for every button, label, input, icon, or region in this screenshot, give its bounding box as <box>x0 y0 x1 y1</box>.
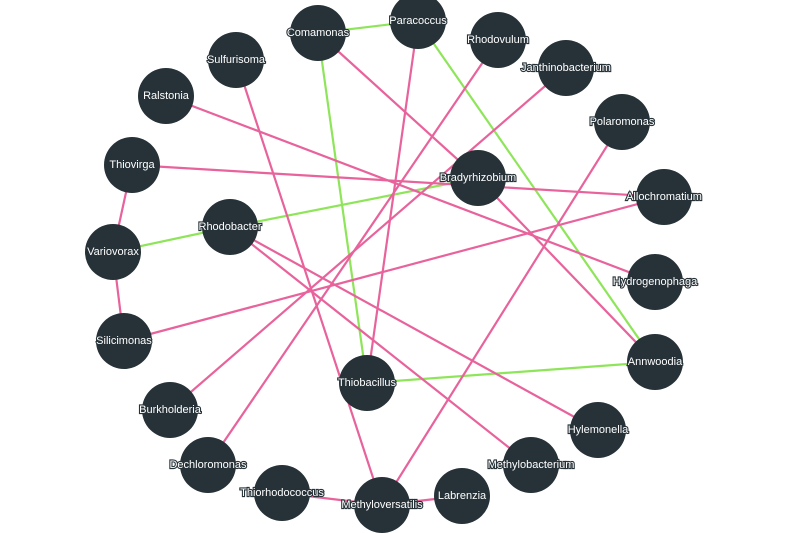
node-annwoodia[interactable]: Annwoodia <box>627 334 684 390</box>
node-circle[interactable] <box>636 169 692 225</box>
node-circle[interactable] <box>180 437 236 493</box>
node-label: Labrenzia <box>438 490 487 502</box>
node-circle[interactable] <box>627 334 683 390</box>
node-circle[interactable] <box>390 0 446 49</box>
node-circle[interactable] <box>254 465 310 521</box>
node-circle[interactable] <box>85 224 141 280</box>
node-label: Thiovirga <box>109 159 155 171</box>
node-rhodovulum[interactable]: Rhodovulum <box>466 12 530 68</box>
node-circle[interactable] <box>450 150 506 206</box>
node-circle[interactable] <box>208 32 264 88</box>
node-label: Methylobacterium <box>488 459 575 471</box>
edge-ralstonia-hydrogenophaga <box>164 94 657 284</box>
edge-thiovirga-allochromatium <box>130 163 666 199</box>
node-thiobacillus[interactable]: Thiobacillus <box>337 355 398 411</box>
node-comamonas[interactable]: Comamonas <box>286 5 351 61</box>
node-circle[interactable] <box>142 382 198 438</box>
node-label: Thiorhodococcus <box>240 487 324 499</box>
node-label: Polaromonas <box>590 116 655 128</box>
node-thiorhodococcus[interactable]: Thiorhodococcus <box>239 465 325 521</box>
edge-sulfurisoma-methyloversatilis <box>234 58 384 507</box>
node-sulfurisoma[interactable]: Sulfurisoma <box>206 32 267 88</box>
node-paracoccus[interactable]: Paracoccus <box>388 0 448 49</box>
node-hylemonella[interactable]: Hylemonella <box>567 402 630 458</box>
node-label: Hylemonella <box>568 424 629 436</box>
node-burkholderia[interactable]: Burkholderia <box>138 382 203 438</box>
node-circle[interactable] <box>470 12 526 68</box>
node-label: Sulfurisoma <box>207 54 266 66</box>
node-circle[interactable] <box>434 468 490 524</box>
node-label: Rhodobacter <box>199 221 262 233</box>
node-circle[interactable] <box>570 402 626 458</box>
node-circle[interactable] <box>96 313 152 369</box>
node-labrenzia[interactable]: Labrenzia <box>434 468 490 524</box>
node-label: Bradyrhizobium <box>440 172 516 184</box>
node-circle[interactable] <box>538 40 594 96</box>
node-label: Methyloversatilis <box>341 499 423 511</box>
node-label: Hydrogenophaga <box>613 276 698 288</box>
edge-polaromonas-methyloversatilis <box>380 120 624 507</box>
node-circle[interactable] <box>138 68 194 124</box>
node-circle[interactable] <box>290 5 346 61</box>
edge-rhodobacter-hylemonella <box>228 225 600 432</box>
node-circle[interactable] <box>339 355 395 411</box>
node-label: Comamonas <box>287 27 350 39</box>
node-label: Thiobacillus <box>338 377 397 389</box>
node-circle[interactable] <box>594 94 650 150</box>
node-circle[interactable] <box>627 254 683 310</box>
node-silicimonas[interactable]: Silicimonas <box>95 313 153 369</box>
node-label: Dechloromonas <box>169 459 247 471</box>
edge-bradyrhizobium-comamonas <box>316 31 480 180</box>
edge-rhodobacter-bradyrhizobium <box>228 176 480 229</box>
node-allochromatium[interactable]: Allochromatium <box>625 169 703 225</box>
node-bradyrhizobium[interactable]: Bradyrhizobium <box>439 150 517 206</box>
node-label: Ralstonia <box>143 90 190 102</box>
nodes-layer: Comamonas ParacoccusRhodovulumSulfurisoma… <box>85 0 703 533</box>
edge-allochromatium-silicimonas <box>122 195 666 343</box>
node-label: Variovorax <box>87 246 139 258</box>
edge-bradyrhizobium-annwoodia <box>476 176 657 364</box>
node-variovorax[interactable]: Variovorax <box>85 224 141 280</box>
node-polaromonas[interactable]: Polaromonas <box>588 94 656 150</box>
node-hydrogenophaga[interactable]: Hydrogenophaga <box>612 254 699 310</box>
node-label: Silicimonas <box>96 335 152 347</box>
edge-thiobacillus-annwoodia <box>365 360 657 385</box>
edge-janthinobacterium-burkholderia <box>168 66 568 412</box>
edge-paracoccus-annwoodia <box>416 19 657 364</box>
node-dechloromonas[interactable]: Dechloromonas <box>168 437 248 493</box>
node-methylobacterium[interactable]: Methylobacterium <box>486 437 576 493</box>
node-circle[interactable] <box>104 137 160 193</box>
node-janthinobacterium[interactable]: Janthinobacterium <box>520 40 612 96</box>
node-rhodobacter[interactable]: Rhodobacter <box>197 199 263 255</box>
node-methyloversatilis[interactable]: Methyloversatilis <box>340 477 424 533</box>
node-circle[interactable] <box>202 199 258 255</box>
edge-paracoccus-thiobacillus <box>365 19 420 385</box>
node-label: Annwoodia <box>628 356 683 368</box>
node-label: Burkholderia <box>139 404 202 416</box>
node-circle[interactable] <box>354 477 410 533</box>
node-circle[interactable] <box>503 437 559 493</box>
node-label: Paracoccus <box>389 15 447 27</box>
node-thiovirga[interactable]: Thiovirga <box>104 137 160 193</box>
node-ralstonia[interactable]: Ralstonia <box>138 68 194 124</box>
node-label: Allochromatium <box>626 191 702 203</box>
node-label: Janthinobacterium <box>521 62 611 74</box>
edge-rhodobacter-methylobacterium <box>228 225 533 467</box>
node-label: Rhodovulum <box>467 34 529 46</box>
edge-comamonas-thiobacillus <box>316 31 369 385</box>
